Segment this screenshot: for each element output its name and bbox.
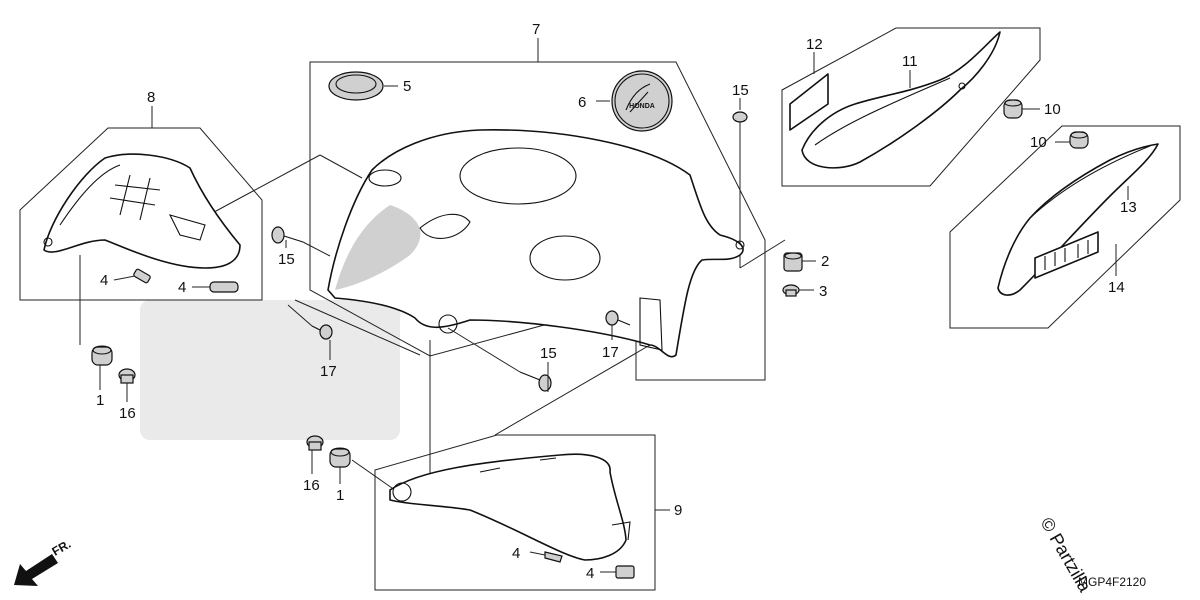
callout-4: 4	[512, 545, 520, 562]
callout-13: 13	[1120, 199, 1137, 216]
callout-11: 11	[902, 53, 918, 70]
callout-17: 17	[320, 363, 337, 380]
callout-17: 17	[602, 344, 619, 361]
part-16-collar-lower[interactable]	[306, 435, 324, 451]
part-10-grommet-bottom[interactable]	[1069, 131, 1089, 149]
callout-15: 15	[278, 251, 295, 268]
callout-3: 3	[819, 283, 827, 300]
callout-9: 9	[674, 502, 682, 519]
part-9-lower-cover[interactable]	[389, 453, 631, 561]
part-14-decal[interactable]	[1034, 231, 1099, 279]
part-17-screw-left[interactable]	[287, 304, 333, 340]
callout-7: 7	[532, 21, 540, 38]
callout-1: 1	[336, 487, 344, 504]
callout-2: 2	[821, 253, 829, 270]
callout-5: 5	[403, 78, 411, 95]
part-12-sticker[interactable]	[789, 73, 829, 131]
part-3-collar[interactable]	[782, 284, 800, 297]
callout-14: 14	[1108, 279, 1125, 296]
callout-6: 6	[578, 94, 586, 111]
front-arrow-icon	[14, 554, 58, 586]
front-marker: FR.	[50, 537, 74, 559]
part-16-collar-left[interactable]	[118, 368, 136, 384]
callout-10: 10	[1030, 134, 1047, 151]
callout-8: 8	[147, 89, 155, 106]
part-15-bolt-left[interactable]	[271, 226, 331, 257]
part-4-clip-b[interactable]	[209, 281, 239, 293]
callout-4: 4	[586, 565, 594, 582]
callout-15: 15	[540, 345, 557, 362]
callout-16: 16	[303, 477, 320, 494]
part-15-bolt-top[interactable]	[732, 111, 748, 232]
callout-4: 4	[178, 279, 186, 296]
callout-4: 4	[100, 272, 108, 289]
callout-16: 16	[119, 405, 136, 422]
callout-12: 12	[806, 36, 823, 53]
callout-1: 1	[96, 392, 104, 409]
watermark	[140, 300, 400, 440]
tank-shading	[335, 205, 421, 290]
leader-lines	[99, 38, 1129, 573]
callout-labels: 1 1 2 3 4 4 4 4 5 6 7 8 9 10 10 11 12 13…	[96, 21, 1137, 582]
part-4-clip-d[interactable]	[615, 565, 635, 579]
part-11-side-cover[interactable]	[801, 31, 1001, 169]
part-4-clip-c[interactable]	[544, 551, 563, 563]
part-6-emblem[interactable]: HONDA	[611, 70, 673, 132]
part-13-right-cover[interactable]	[997, 143, 1159, 296]
part-1-rubber-left[interactable]	[91, 345, 113, 366]
part-8-left-inner-cover[interactable]	[43, 153, 241, 269]
drawing-code: MGP4F2120	[1078, 575, 1146, 589]
part-10-grommet-top[interactable]	[1003, 99, 1023, 119]
emblem-text: HONDA	[629, 103, 655, 110]
part-4-clip-a[interactable]	[133, 268, 151, 284]
part-2-rubber[interactable]	[783, 252, 803, 272]
copyright: © Partzilla	[1037, 514, 1096, 596]
callout-15: 15	[732, 82, 749, 99]
callout-10: 10	[1044, 101, 1061, 118]
part-5-grommet[interactable]	[328, 71, 384, 101]
part-7-tank-cover[interactable]	[327, 129, 745, 358]
